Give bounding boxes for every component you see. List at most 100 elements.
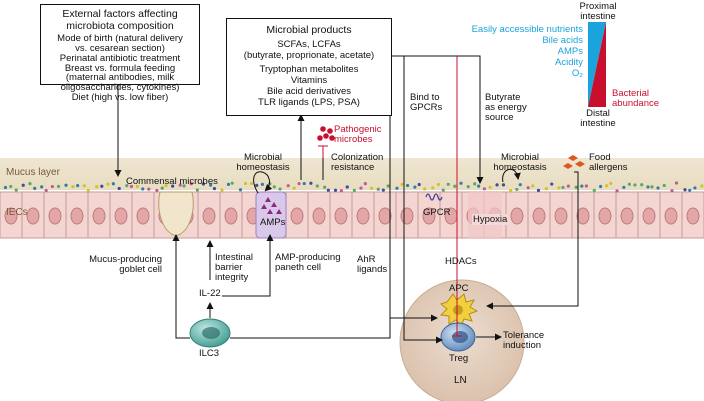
- epithelial-nucleus: [4, 207, 18, 225]
- microbial-product-item: Vitamins: [290, 75, 328, 86]
- microbe-dot: [44, 188, 48, 193]
- external-factor-item: vs. cesarean section): [75, 43, 165, 54]
- ahr-ligands-label-2: ligands: [357, 264, 388, 275]
- microbe-dot: [431, 186, 435, 190]
- microbial-product-item: Bile acid derivatives: [267, 86, 351, 97]
- epithelial-nucleus: [114, 207, 128, 225]
- pathogenic-microbes-icon: [317, 126, 335, 141]
- microbe-dot: [212, 187, 217, 191]
- epithelial-nucleus: [400, 207, 414, 225]
- butyrate-label: Butyrate: [485, 92, 521, 103]
- gradient-left-label: Easily accessible nutrients: [471, 24, 583, 35]
- microbe-dot: [292, 186, 296, 190]
- microbe-dot: [28, 182, 32, 186]
- microbe-dot: [674, 181, 679, 185]
- bacterial-abundance-label: Bacterial: [612, 88, 649, 99]
- proximal-label: Proximal: [579, 1, 617, 12]
- microbe-dot: [574, 185, 578, 189]
- microbe-dot: [544, 187, 548, 191]
- microbe-dot: [189, 182, 193, 186]
- microbe-dot: [566, 184, 570, 188]
- mucus-layer-label: Mucus layer: [6, 167, 60, 178]
- goblet-cell-label: Mucus-producing: [89, 254, 162, 265]
- microbial-product-item: SCFAs, LCFAs: [277, 39, 341, 50]
- microbe-dot: [352, 188, 356, 192]
- microbe-dot: [260, 182, 265, 186]
- microbe-dot: [598, 184, 603, 189]
- epithelial-nucleus: [532, 207, 546, 225]
- hdacs-label: HDACs: [445, 256, 477, 267]
- microbe-dot: [400, 182, 404, 186]
- colonization-resistance-label-2: resistance: [331, 162, 375, 173]
- microbe-dot: [627, 182, 631, 186]
- microbe-dot: [147, 187, 151, 191]
- microbial-homeostasis-right-2: homeostasis: [493, 162, 547, 173]
- microbe-dot: [446, 182, 450, 186]
- microbe-dot: [117, 186, 121, 191]
- microbe-dot: [615, 189, 619, 193]
- microbe-dot: [557, 186, 561, 190]
- microbe-dot: [243, 181, 248, 186]
- microbe-dot: [662, 183, 666, 188]
- microbe-dot: [376, 187, 380, 191]
- microbe-dot: [477, 184, 481, 188]
- tolerance-induction-label-2: induction: [503, 340, 542, 351]
- microbe-dot: [315, 184, 319, 188]
- microbe-dot: [609, 181, 613, 186]
- microbe-dot: [423, 187, 427, 191]
- microbe-dot: [700, 184, 704, 188]
- goblet-cell-label-2: goblet cell: [119, 264, 162, 275]
- distal-label-2: intestine: [580, 118, 616, 129]
- external-factors-box: External factors affecting microbiota co…: [40, 4, 200, 85]
- microbe-dot: [693, 186, 697, 190]
- microbe-dot: [526, 186, 530, 190]
- epithelial-nucleus: [642, 207, 656, 225]
- microbe-dot: [345, 185, 349, 189]
- microbe-dot: [413, 185, 417, 189]
- microbe-dot: [76, 184, 80, 188]
- microbe-dot: [286, 184, 290, 188]
- microbe-dot: [272, 185, 276, 189]
- epithelial-nucleus: [290, 207, 304, 225]
- microbe-dot: [125, 183, 129, 188]
- microbe-dot: [323, 185, 327, 189]
- amps-particles: [261, 197, 282, 214]
- microbe-dot: [141, 187, 145, 191]
- microbe-dot: [226, 182, 231, 186]
- microbe-dot: [182, 184, 186, 188]
- microbe-dot: [111, 182, 115, 186]
- microbe-dot: [605, 184, 609, 188]
- external-factor-item: Diet (high vs. low fiber): [71, 92, 169, 103]
- ahr-ligands-label: AhR: [357, 254, 376, 265]
- microbial-products-title: Microbial products: [266, 24, 352, 36]
- epithelial-nucleus: [598, 207, 612, 225]
- microbe-dot: [395, 186, 399, 190]
- microbe-dot: [21, 183, 25, 187]
- microbe-dot: [459, 181, 463, 185]
- bind-gpcrs-label: Bind to: [410, 92, 440, 103]
- microbe-dot: [33, 186, 37, 190]
- epithelial-nucleus: [26, 207, 40, 225]
- paneth-cell-label: AMP-producing: [275, 252, 341, 263]
- microbe-dot: [95, 185, 99, 189]
- epithelial-nucleus: [664, 207, 678, 225]
- microbe-dot: [40, 185, 44, 189]
- microbe-dot: [381, 188, 385, 192]
- external-factors-title-2: microbiota composition: [66, 20, 174, 32]
- apc-cell: [439, 293, 479, 327]
- microbe-dot: [646, 185, 650, 189]
- bacterial-abundance-label-2: abundance: [612, 98, 660, 109]
- microbe-dot: [584, 184, 589, 188]
- microbe-dot: [633, 183, 637, 187]
- epithelial-nucleus: [378, 207, 392, 225]
- pathogenic-microbes-label: Pathogenic: [334, 124, 382, 135]
- colonization-resistance-label: Colonization: [331, 152, 384, 163]
- microbe-dot: [561, 185, 565, 190]
- food-allergen-icon: [563, 155, 585, 169]
- microbe-dot: [302, 181, 306, 186]
- iecs-label: IECs: [6, 207, 28, 218]
- epithelial-nucleus: [554, 207, 568, 225]
- gradient-red-wedge: [588, 22, 606, 107]
- microbe-dot: [536, 188, 541, 192]
- gradient-left-label: AMPs: [557, 46, 583, 57]
